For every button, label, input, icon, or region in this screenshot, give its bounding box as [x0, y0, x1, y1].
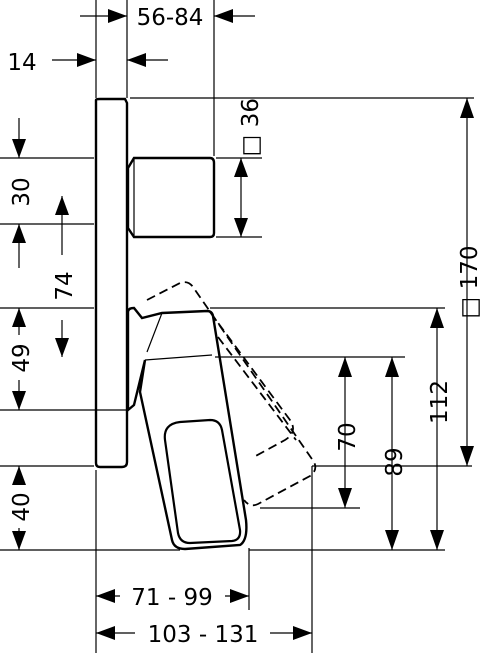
spout-lever-alternate-position	[146, 281, 317, 507]
bottom-offset-label: 40	[9, 492, 35, 521]
dimension-labels: 56-84 14 □ 36 □ 170 112 89 70 30 74 49 4…	[7, 5, 483, 648]
spout-lever	[126, 306, 248, 551]
dimension-lines	[12, 9, 474, 640]
spout-height-1-label: 70	[335, 422, 361, 451]
projection-min-label: 71 - 99	[131, 585, 212, 611]
wall-plate	[94, 97, 129, 469]
depth-range-label: 56-84	[137, 5, 204, 31]
handle-height-label: 30	[9, 177, 35, 206]
upper-handle	[126, 156, 216, 239]
plate-square-label: □ 170	[457, 246, 483, 319]
spout-offset-label: 49	[9, 343, 35, 372]
projection-max-label: 103 - 131	[148, 622, 259, 648]
handle-square-label: □ 36	[238, 98, 264, 156]
spout-height-3-label: 112	[427, 380, 453, 424]
plate-thickness-label: 14	[7, 50, 36, 76]
extension-lines	[0, 0, 474, 653]
upper-offset-label: 74	[52, 271, 78, 300]
spout-height-2-label: 89	[382, 447, 408, 476]
